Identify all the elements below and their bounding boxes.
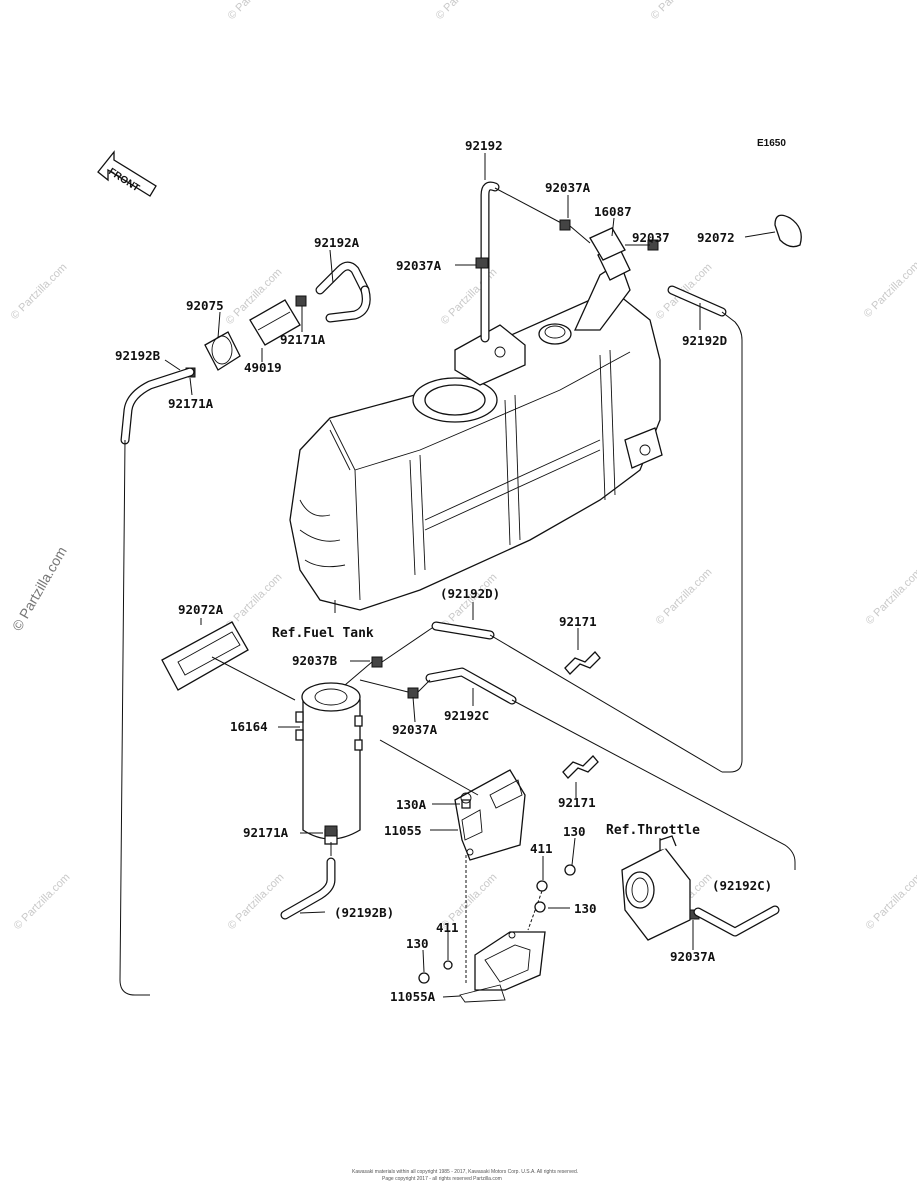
bracket-11055 [454, 769, 526, 861]
part-label: 92192B [115, 348, 161, 363]
watermark: © Partzilla.com [226, 871, 287, 932]
canister-16164 [295, 682, 363, 845]
part-label: 92072 [697, 230, 735, 245]
valve-16087 [589, 227, 626, 261]
part-label: 130 [574, 901, 597, 916]
part-label: 130 [406, 936, 429, 951]
part-label: 411 [530, 841, 553, 856]
part-label: 92037 [632, 230, 670, 245]
clamp-92037A-top [559, 219, 571, 231]
part-label: 92192A [314, 235, 360, 250]
bolt-130A [461, 799, 471, 809]
watermark: © Partzilla.com [9, 261, 70, 322]
part-label: 92037A [545, 180, 591, 195]
part-label: 92192D [682, 333, 727, 348]
watermark: © Partzilla.com [864, 871, 917, 932]
band-92072 [774, 214, 802, 248]
part-label: 92171A [280, 332, 326, 347]
fuel-tank [289, 244, 663, 611]
clamp-92171A-bottom [324, 825, 338, 837]
part-label: 11055 [384, 823, 422, 838]
bracket-92072A [161, 621, 249, 691]
part-label: 16087 [594, 204, 632, 219]
front-arrow-icon: FRONT [97, 150, 157, 197]
fuel-filter-49019 [249, 299, 301, 346]
footer-line-2: Page copyright 2017 - all rights reserve… [382, 1176, 502, 1182]
part-label: 92037A [670, 949, 716, 964]
bracket-11055A [459, 931, 546, 1003]
bolt-130-b [534, 901, 546, 913]
throttle-body [621, 835, 691, 941]
watermark: © Partzilla.com [12, 871, 73, 932]
watermark: © Partzilla.com [439, 571, 500, 632]
diagram-code: E1650 [757, 138, 786, 149]
part-label: (92192D) [440, 586, 500, 601]
part-label: 92037A [396, 258, 442, 273]
part-label: 11055A [390, 989, 436, 1004]
part-label: 92171 [559, 614, 597, 629]
part-label: 411 [436, 920, 459, 935]
part-label: 49019 [244, 360, 282, 375]
watermark: © Partzilla.com [649, 0, 710, 22]
watermark: © Partzilla.com [439, 266, 500, 327]
part-label: 92171 [558, 795, 596, 810]
footer-line-1: Kawasaki materials within all copyright … [352, 1169, 578, 1175]
part-label: 92075 [186, 298, 224, 313]
clamp-92037A [475, 257, 489, 269]
watermark: © Partzilla.com [226, 0, 287, 22]
clamp-92037A-mid [407, 687, 419, 699]
part-label: (92192C) [712, 878, 772, 893]
part-label: 130A [396, 797, 427, 812]
watermark: © Partzilla.com [862, 259, 917, 320]
watermark: © Partzilla.com [654, 566, 715, 627]
part-label: 92192 [465, 138, 503, 153]
bolt-130-a [564, 864, 576, 876]
part-label: 92192C [444, 708, 489, 723]
clip-92171-top [564, 651, 601, 675]
bolt-130-c [418, 972, 430, 984]
ref-throttle-label: Ref.Throttle [606, 823, 700, 838]
part-label: 92171A [243, 825, 289, 840]
clamp-92037B [371, 656, 383, 668]
watermark-prominent: © Partzilla.com [9, 544, 70, 634]
clamp-92171A [295, 295, 307, 307]
part-label: 92072A [178, 602, 224, 617]
watermark: © Partzilla.com [864, 566, 917, 627]
part-label: 16164 [230, 719, 268, 734]
ref-fuel-tank-label: Ref.Fuel Tank [272, 626, 374, 641]
part-label: 92171A [168, 396, 214, 411]
washer-411-b [443, 960, 453, 970]
watermark: © Partzilla.com [434, 0, 495, 22]
part-label: (92192B) [334, 905, 394, 920]
clip-92171-mid [562, 755, 599, 779]
part-label: 92037A [392, 722, 438, 737]
washer-411-a [536, 880, 548, 892]
part-label: 130 [563, 824, 586, 839]
part-label: 92037B [292, 653, 338, 668]
